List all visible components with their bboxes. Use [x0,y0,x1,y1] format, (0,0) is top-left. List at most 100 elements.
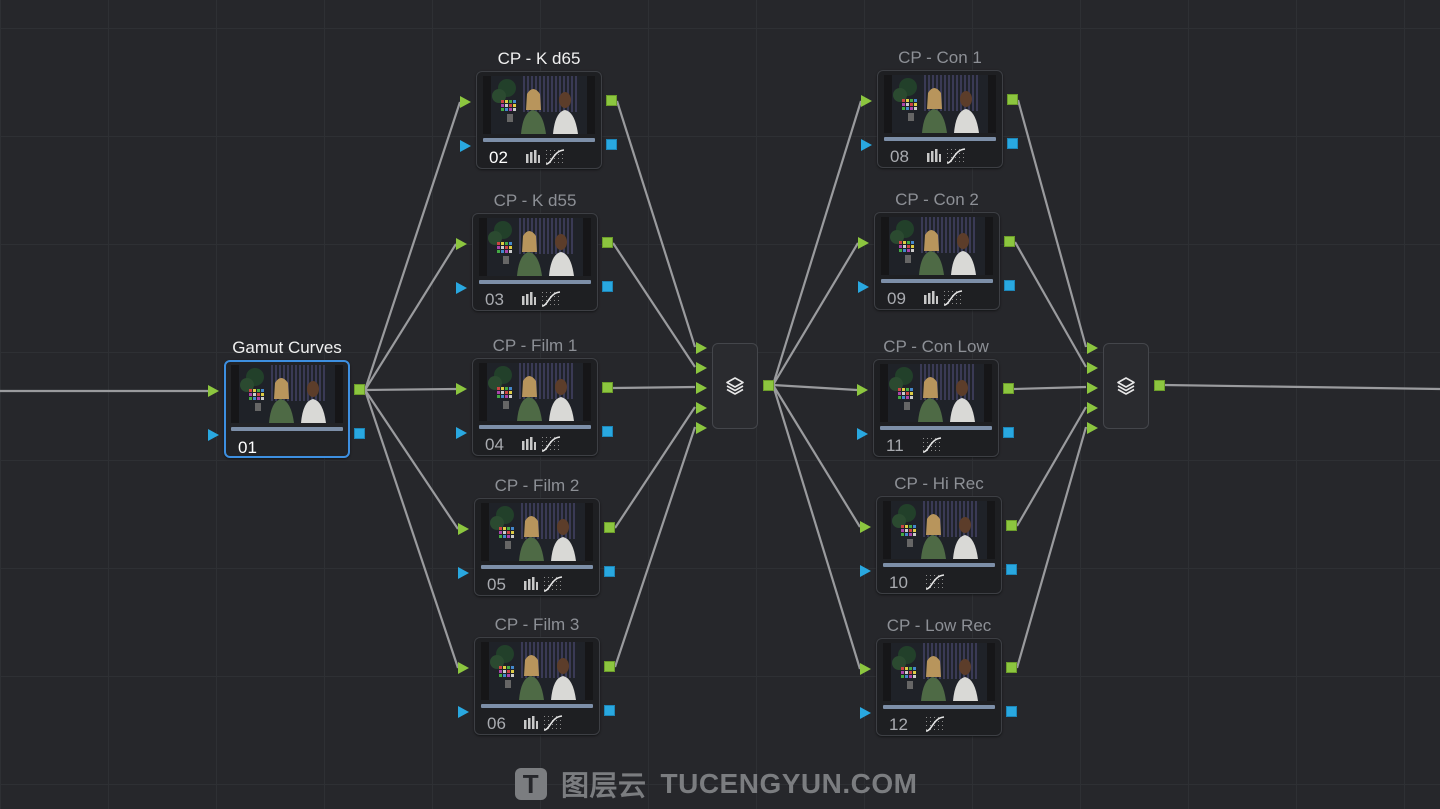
rgb-input-port[interactable] [857,384,868,396]
alpha-output-port[interactable] [602,426,613,437]
rgb-input-port[interactable] [860,663,871,675]
rgb-input-port[interactable] [460,96,471,108]
rgb-input-port[interactable] [858,237,869,249]
alpha-output-port[interactable] [1006,564,1017,575]
rgb-output-port[interactable] [602,382,613,393]
node-12[interactable]: CP - Low Rec 12 [860,616,1017,738]
node-08[interactable]: CP - Con 1 08 [861,48,1018,170]
mixer-input-port[interactable] [696,402,707,414]
node-body[interactable]: 06 [474,637,600,735]
alpha-output-port[interactable] [606,139,617,150]
rgb-input-port[interactable] [208,385,219,397]
wire-05-to-mixer-1[interactable] [614,406,696,529]
node-body[interactable]: 12 [876,638,1002,736]
rgb-input-port[interactable] [458,523,469,535]
wire-09-to-mixer-2[interactable] [1014,241,1087,368]
node-body[interactable]: 11 [873,359,999,457]
rgb-input-port[interactable] [456,383,467,395]
node-body[interactable]: 09 [874,212,1000,310]
node-label[interactable]: CP - K d65 [497,49,581,68]
alpha-input-port[interactable] [860,565,871,577]
alpha-output-port[interactable] [604,566,615,577]
mixer-input-port[interactable] [1087,422,1098,434]
node-10[interactable]: CP - Hi Rec 10 [860,474,1017,596]
node-label[interactable]: CP - Film 3 [494,615,580,634]
node-body[interactable]: 04 [472,358,598,456]
wire-01-to-04[interactable] [364,387,457,392]
node-06[interactable]: CP - Film 3 06 [458,615,615,737]
alpha-input-port[interactable] [458,706,469,718]
alpha-output-port[interactable] [1007,138,1018,149]
node-03[interactable]: CP - K d55 03 [456,191,613,313]
wire-04-to-mixer-1[interactable] [612,385,696,390]
alpha-input-port[interactable] [858,281,869,293]
node-label[interactable]: Gamut Curves [232,338,342,357]
mixer-input-port[interactable] [696,422,707,434]
layer-mixer-node-2[interactable] [1087,342,1165,434]
wire-01-to-03[interactable] [364,243,457,391]
wire-01-to-05[interactable] [364,389,459,530]
wire-01-to-06[interactable] [363,389,460,669]
node-body[interactable]: 01 [224,360,350,458]
node-label[interactable]: CP - K d55 [493,191,577,210]
node-body[interactable]: 08 [877,70,1003,168]
rgb-input-port[interactable] [458,662,469,674]
rgb-output-port[interactable] [1004,236,1015,247]
wire-01-to-02[interactable] [363,101,462,391]
node-09[interactable]: CP - Con 2 09 [858,190,1015,312]
wire-mixer-1-to-11[interactable] [772,383,858,392]
node-body[interactable]: 03 [472,213,598,311]
mixer-input-port[interactable] [696,342,707,354]
node-label[interactable]: CP - Low Rec [886,616,992,635]
rgb-output-port[interactable] [606,95,617,106]
wire-03-to-mixer-1[interactable] [612,242,696,368]
alpha-output-port[interactable] [1003,427,1014,438]
wire-02-to-mixer-1[interactable] [615,100,697,348]
alpha-input-port[interactable] [208,429,219,441]
rgb-output-port[interactable] [604,661,615,672]
rgb-output-port[interactable] [604,522,615,533]
alpha-output-port[interactable] [1006,706,1017,717]
wire-mixer-1-to-09[interactable] [772,242,859,386]
alpha-output-port[interactable] [602,281,613,292]
mixer-input-port[interactable] [1087,382,1098,394]
mixer-input-port[interactable] [1087,342,1098,354]
mixer-output-port[interactable] [763,380,774,391]
alpha-input-port[interactable] [456,282,467,294]
rgb-output-port[interactable] [354,384,365,395]
node-02[interactable]: CP - K d65 02 [460,49,617,171]
rgb-output-port[interactable] [1003,383,1014,394]
node-label[interactable]: CP - Film 2 [494,476,580,495]
node-04[interactable]: CP - Film 1 04 [456,336,613,458]
alpha-input-port[interactable] [861,139,872,151]
node-01[interactable]: Gamut Curves 01 [208,338,365,460]
wire-mixer-2-to-output[interactable] [1163,383,1440,391]
rgb-input-port[interactable] [456,238,467,250]
wire-10-to-mixer-2[interactable] [1016,406,1087,527]
node-label[interactable]: CP - Con 1 [898,48,982,67]
mixer-input-port[interactable] [1087,362,1098,374]
node-body[interactable]: 02 [476,71,602,169]
wire-06-to-mixer-1[interactable] [613,426,697,668]
rgb-output-port[interactable] [1006,662,1017,673]
node-label[interactable]: CP - Con 2 [895,190,979,209]
alpha-output-port[interactable] [354,428,365,439]
node-label[interactable]: CP - Film 1 [492,336,578,355]
mixer-input-port[interactable] [696,382,707,394]
layer-mixer-node-1[interactable] [696,342,774,434]
node-11[interactable]: CP - Con Low 11 [857,337,1014,459]
node-body[interactable]: 05 [474,498,600,596]
node-body[interactable]: 10 [876,496,1002,594]
mixer-output-port[interactable] [1154,380,1165,391]
alpha-output-port[interactable] [604,705,615,716]
rgb-output-port[interactable] [1006,520,1017,531]
rgb-output-port[interactable] [602,237,613,248]
wire-mixer-1-to-08[interactable] [771,100,863,386]
mixer-input-port[interactable] [696,362,707,374]
alpha-input-port[interactable] [456,427,467,439]
alpha-input-port[interactable] [458,567,469,579]
wire-mixer-1-to-12[interactable] [771,384,862,670]
node-label[interactable]: CP - Con Low [883,337,989,356]
alpha-input-port[interactable] [857,428,868,440]
wire-mixer-1-to-10[interactable] [772,384,861,528]
